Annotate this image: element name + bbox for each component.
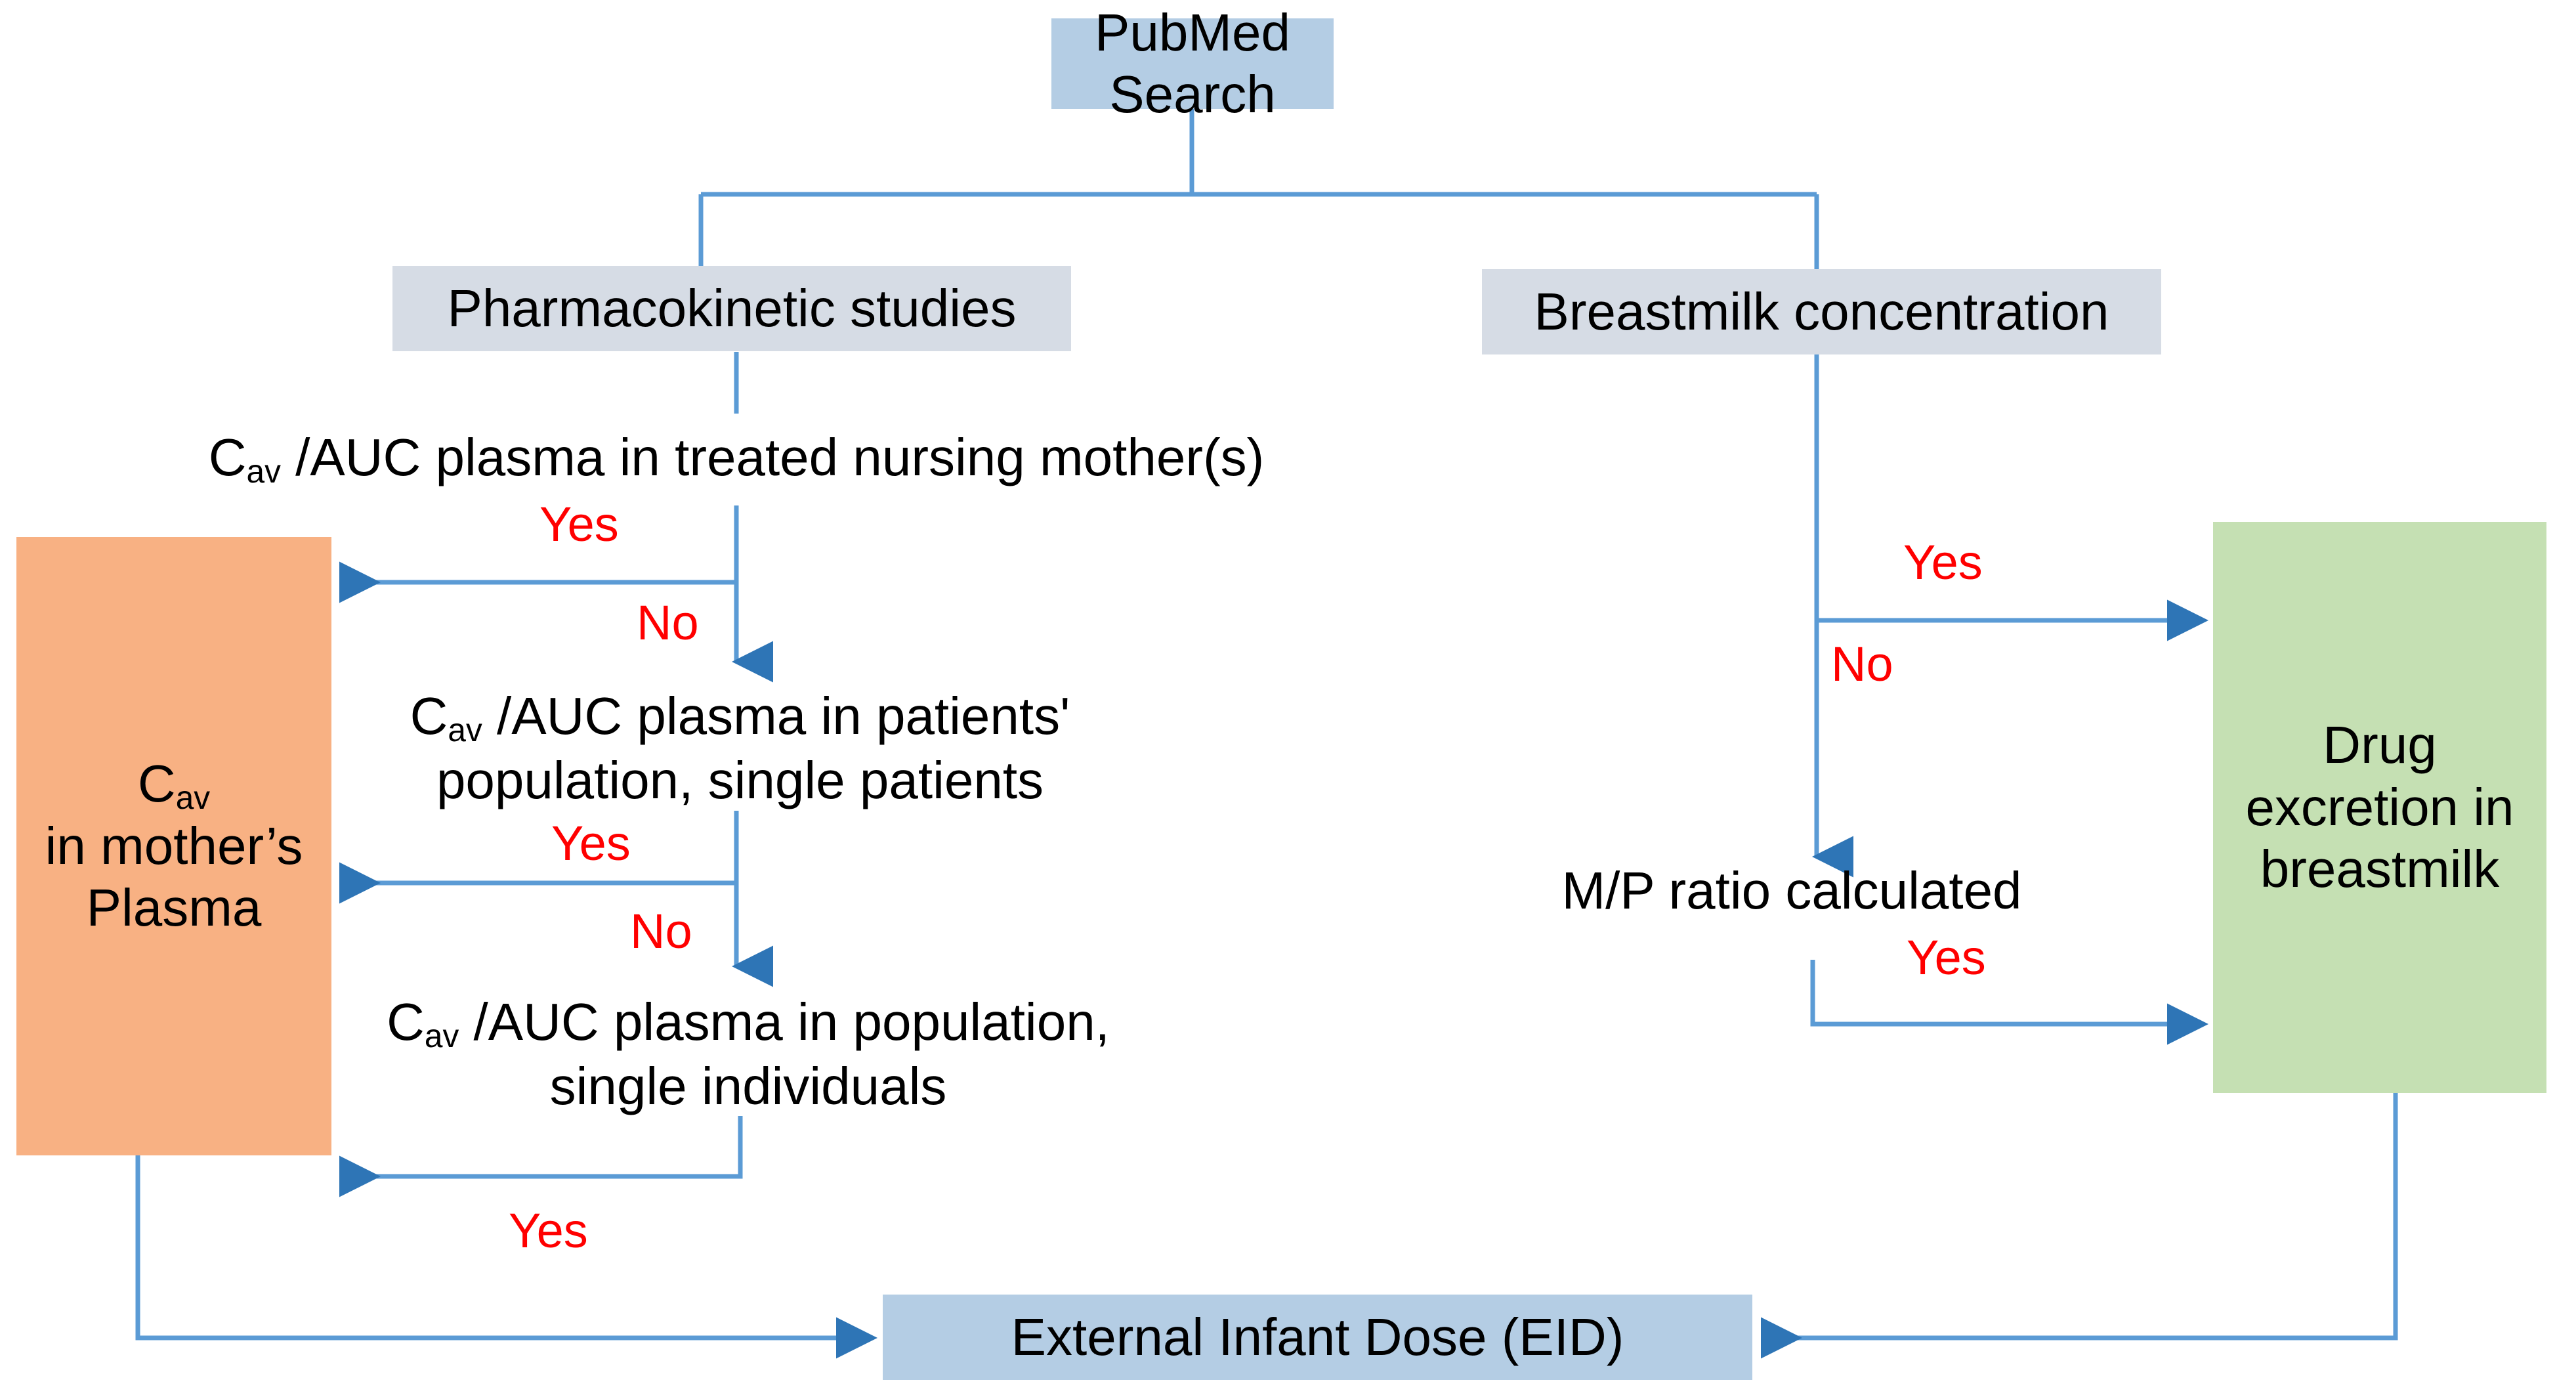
text-mp-ratio-calculated: M/P ratio calculated — [1561, 861, 2022, 920]
decision2-line2: population, single patients — [436, 750, 1044, 809]
edge-d3-yes-to-cav — [339, 1116, 743, 1197]
decision2-subscript: av — [448, 711, 482, 748]
cav-box-c: C — [137, 754, 176, 813]
edge-label-yes-right-2: Yes — [1907, 930, 1986, 985]
node-breastmilk-concentration-label: Breastmilk concentration — [1534, 282, 2109, 341]
cav-box-line2: in mother’s — [45, 816, 303, 875]
edge-label-no-2: No — [630, 904, 692, 958]
decision3-subscript: av — [424, 1017, 459, 1054]
decision3-line1: Cav /AUC plasma in population, — [325, 990, 1172, 1054]
edge-label-yes-3: Yes — [509, 1203, 588, 1258]
drug-box-line2: excretion in — [2245, 777, 2514, 836]
edge-label-yes-2: Yes — [551, 816, 631, 870]
edge-drug-to-eid — [1761, 1093, 2398, 1359]
node-breastmilk-concentration[interactable]: Breastmilk concentration — [1482, 269, 2161, 354]
cav-box-line3: Plasma — [86, 878, 262, 937]
edge-label-no-1: No — [637, 595, 699, 650]
decision2-rest: /AUC plasma in patients' — [482, 687, 1070, 745]
cav-box-subscript: av — [175, 779, 211, 817]
node-pubmed-search[interactable]: PubMed Search — [1051, 3, 1334, 123]
decision2-c: C — [410, 687, 448, 745]
text-decision-cav-population-individuals: Cav /AUC plasma in population, single in… — [325, 990, 1172, 1118]
edge-mp-yes-to-drug — [1810, 960, 2208, 1045]
edge-label-yes-right-1: Yes — [1903, 535, 1983, 590]
drug-box-line1: Drug — [2323, 716, 2437, 775]
edge-cav-to-eid — [135, 1155, 877, 1359]
decision3-rest: /AUC plasma in population, — [459, 993, 1110, 1051]
decision2-line1: Cav /AUC plasma in patients' — [325, 684, 1155, 748]
decision1-c: C — [208, 428, 247, 486]
edge-label-no-right-1: No — [1831, 637, 1893, 691]
drug-box-line3: breastmilk — [2260, 840, 2500, 899]
node-pubmed-search-label: PubMed Search — [1095, 3, 1290, 123]
node-external-infant-dose[interactable]: External Infant Dose (EID) — [883, 1295, 1752, 1380]
cav-box-line1: Cav — [138, 753, 210, 815]
node-cav-mothers-plasma[interactable]: Cav in mother’s Plasma — [16, 537, 331, 1155]
node-pharmacokinetic-studies[interactable]: Pharmacokinetic studies — [392, 266, 1071, 351]
node-external-infant-dose-label: External Infant Dose (EID) — [1011, 1307, 1624, 1366]
text-decision-cav-patients-population: Cav /AUC plasma in patients' population,… — [325, 684, 1155, 812]
node-drug-excretion-breastmilk[interactable]: Drug excretion in breastmilk — [2213, 522, 2546, 1093]
edge-label-yes-1: Yes — [539, 497, 619, 551]
decision3-c: C — [387, 993, 425, 1051]
node-pharmacokinetic-studies-label: Pharmacokinetic studies — [447, 278, 1017, 337]
text-decision-cav-treated-mothers: Cav /AUC plasma in treated nursing mothe… — [182, 425, 1291, 490]
decision3-line2: single individuals — [549, 1056, 947, 1115]
decision1-subscript: av — [246, 452, 281, 490]
decision1-rest: /AUC plasma in treated nursing mother(s) — [280, 428, 1265, 486]
